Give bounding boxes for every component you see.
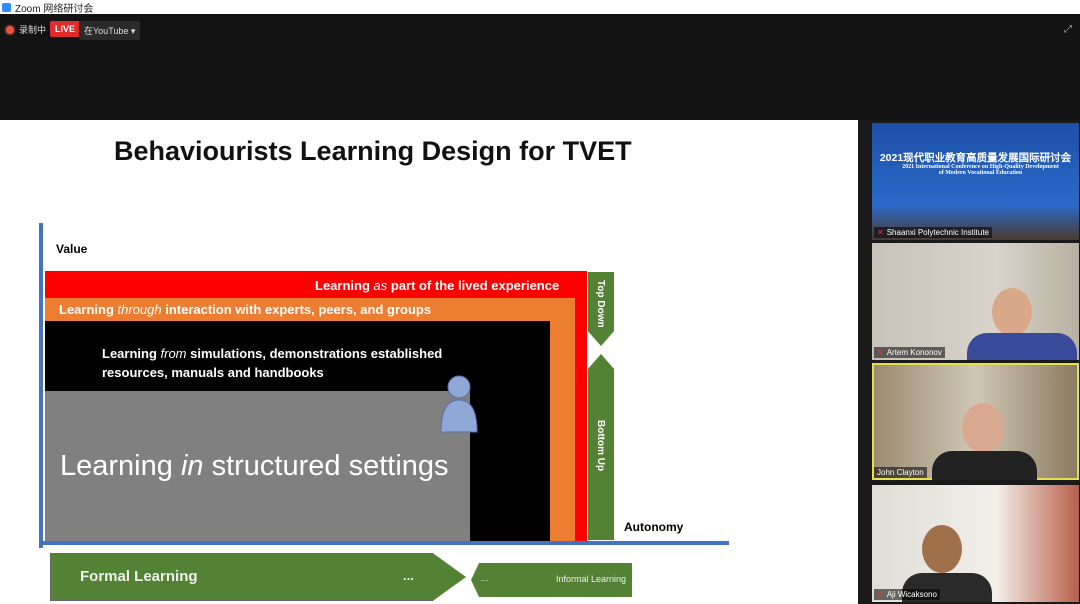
top-toolbar: 录制中 LIVE 在YouTube ▾ ⤢ (0, 14, 1080, 120)
y-axis-label: Value (56, 242, 88, 256)
stream-target-label: 在YouTube (84, 26, 129, 36)
mic-muted-icon: ✕ (877, 348, 884, 357)
participant-name: ✕Shaanxi Polytechnic Institute (874, 227, 992, 238)
window-title: Zoom 网络研讨会 (15, 3, 94, 15)
participant-shirt (932, 451, 1037, 480)
top-down-arrow (588, 272, 614, 346)
slide-title: Behaviourists Learning Design for TVET (114, 136, 632, 166)
participant-video (962, 403, 1004, 453)
video-tile-active-speaker[interactable]: John Clayton (872, 363, 1079, 480)
x-axis (39, 541, 729, 545)
y-axis (39, 223, 43, 548)
banner-subtitle: 2021 International Conference on High-Qu… (902, 164, 1059, 176)
fullscreen-icon[interactable]: ⤢ (1064, 24, 1072, 35)
video-tile[interactable]: ✕Artem Kononov (872, 243, 1079, 360)
formal-learning-arrow: Formal Learning... (50, 553, 466, 601)
live-badge[interactable]: LIVE (50, 21, 81, 37)
top-down-label: Top Down (595, 280, 606, 328)
bottom-up-arrow (588, 354, 614, 540)
recording-indicator[interactable]: 录制中 (6, 23, 46, 36)
recording-label: 录制中 (19, 25, 47, 35)
participant-name: ✕Artem Kononov (874, 347, 945, 358)
record-icon (6, 25, 14, 34)
informal-dots: ... (481, 573, 489, 583)
zoom-logo-icon (2, 2, 11, 12)
bottom-up-label: Bottom Up (595, 420, 606, 472)
stream-target-dropdown[interactable]: 在YouTube ▾ (79, 21, 141, 40)
x-axis-label: Autonomy (624, 520, 684, 534)
mic-muted-icon: ✕ (877, 590, 884, 599)
informal-learning-arrow: ... Informal Learning (471, 563, 632, 597)
video-tile[interactable]: 2021现代职业教育高质量发展国际研讨会 2021 International … (872, 123, 1079, 240)
layer1-text: Learning as part of the lived experience (315, 278, 560, 293)
mic-muted-icon: ✕ (877, 228, 884, 237)
participant-name: John Clayton (874, 467, 927, 478)
window-titlebar: Zoom 网络研讨会 (0, 0, 1080, 15)
formal-learning-label: Formal Learning (80, 568, 198, 585)
person-icon (440, 375, 478, 433)
chevron-down-icon: ▾ (130, 26, 136, 36)
informal-learning-label: Informal Learning (555, 574, 626, 584)
layer4-text: Learning in structured settings (60, 450, 449, 482)
layer2-text: Learning through interaction with expert… (59, 302, 432, 317)
layer3-text: Learning from simulations, demonstration… (102, 346, 443, 380)
participant-video (992, 288, 1032, 336)
participant-name: ✕Aji Wicaksono (874, 589, 940, 600)
participant-shirt (967, 333, 1077, 360)
banner-title: 2021现代职业教育高质量发展国际研讨会 (879, 152, 1072, 164)
video-tile[interactable]: ✕Aji Wicaksono (872, 485, 1079, 602)
participant-video (922, 525, 962, 573)
formal-dots: ... (403, 568, 414, 583)
layer-structured (45, 391, 470, 541)
shared-slide: Behaviourists Learning Design for TVET V… (0, 120, 858, 604)
